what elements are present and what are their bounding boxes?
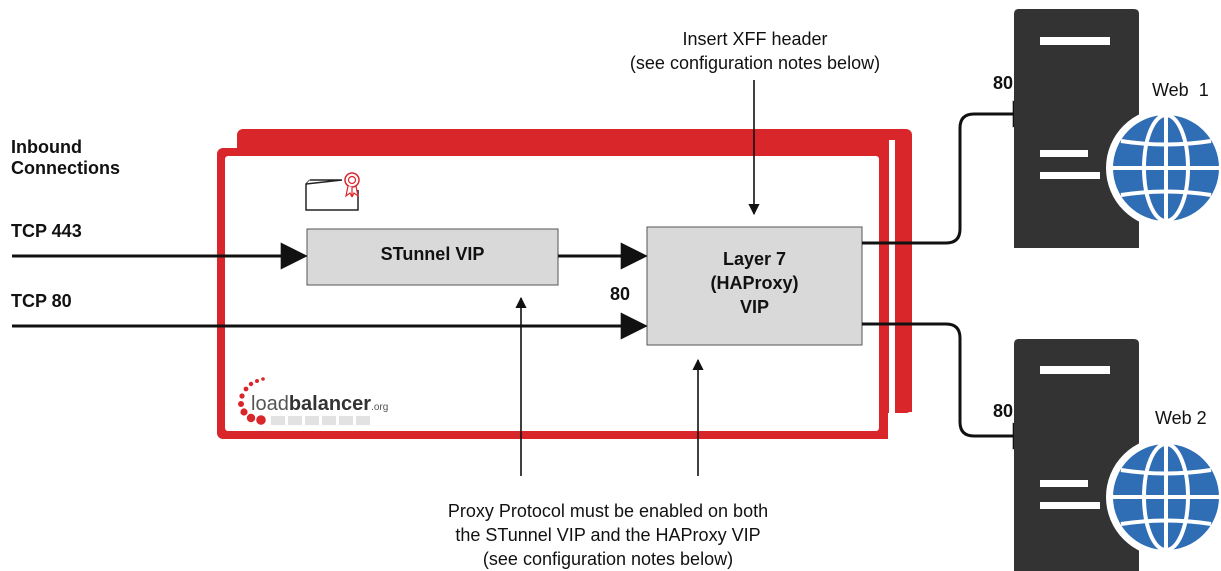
port-80-web1-label: 80	[993, 73, 1014, 93]
inbound-label-line2: Connections	[11, 158, 121, 178]
layer7-to-web1-arrow	[862, 100, 1040, 245]
tcp443-label: TCP 443	[11, 221, 82, 241]
appliance-front-panel	[217, 140, 895, 439]
layer7-to-web2-arrow	[862, 322, 1040, 450]
stunnel-vip-label: STunnel VIP	[380, 244, 485, 264]
connections	[12, 100, 1040, 450]
inbound-label: Inbound Connections	[11, 137, 120, 179]
certificate-icon	[305, 172, 360, 211]
layer7-label-line2: (HAProxy)	[710, 273, 799, 293]
xff-line2: (see configuration notes below)	[629, 53, 881, 73]
annotation-arrows	[515, 80, 760, 476]
xff-line1: Insert XFF header	[682, 29, 828, 49]
loadbalancer-logo: loadbalancer.org	[238, 377, 388, 425]
web2-server-icon	[1014, 339, 1139, 571]
proxy-line2: the STunnel VIP and the HAProxy VIP	[455, 525, 761, 545]
web2-globe-icon	[1106, 437, 1221, 557]
proxy-line1: Proxy Protocol must be enabled on both	[447, 501, 769, 521]
web2-label: Web 2	[1155, 408, 1207, 428]
tcp80-label: TCP 80	[11, 291, 72, 311]
port-80-web2-label: 80	[993, 401, 1014, 421]
logo-balancer: balancer	[289, 393, 371, 415]
logo-load: load	[251, 393, 289, 415]
inbound-label-line1: Inbound	[11, 137, 82, 157]
svg-text:loadbalancer.org: loadbalancer.org	[251, 393, 388, 415]
logo-ports	[271, 416, 370, 425]
web1-server-icon	[1014, 9, 1139, 248]
layer7-vip-box	[646, 226, 863, 346]
layer7-vip-label: Layer 7 (HAProxy) VIP	[647, 247, 862, 319]
layer7-label-line1: Layer 7	[722, 249, 787, 269]
logo-org: .org	[371, 402, 388, 413]
web1-label: Web 1	[1152, 80, 1209, 100]
xff-annotation: Insert XFF header (see configuration not…	[570, 27, 940, 75]
port-80-internal-label: 80	[610, 284, 631, 304]
proxy-protocol-annotation: Proxy Protocol must be enabled on both t…	[408, 499, 808, 571]
layer7-label-line3: VIP	[739, 297, 769, 317]
proxy-line3: (see configuration notes below)	[482, 549, 734, 569]
web1-globe-icon	[1106, 108, 1221, 228]
logo-dots	[238, 377, 266, 425]
